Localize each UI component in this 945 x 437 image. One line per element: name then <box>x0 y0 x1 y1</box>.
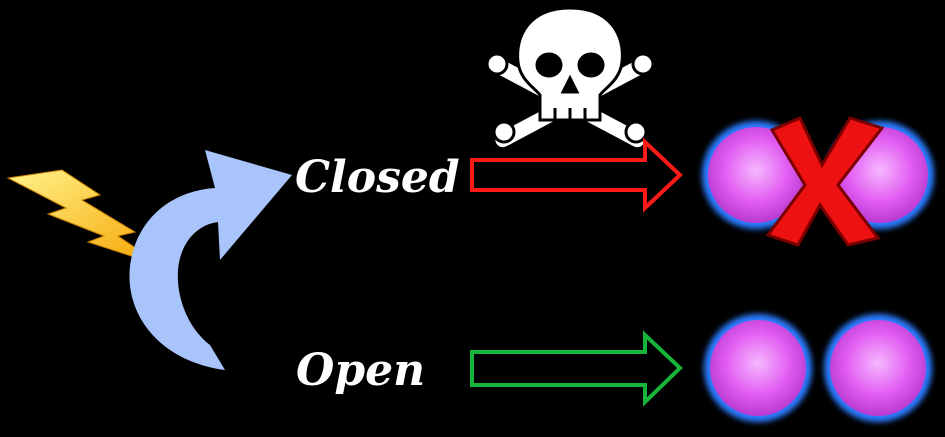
closed-label: Closed <box>295 152 460 203</box>
dividing-cell-blocked <box>702 116 934 247</box>
red-x-icon <box>765 116 885 247</box>
curved-arrow-icon <box>129 150 292 370</box>
dividing-cell-normal <box>704 314 932 422</box>
closed-arrow <box>470 137 683 213</box>
open-arrow <box>470 330 683 407</box>
open-label: Open <box>296 345 425 396</box>
skull-crossbones-icon <box>485 6 655 151</box>
